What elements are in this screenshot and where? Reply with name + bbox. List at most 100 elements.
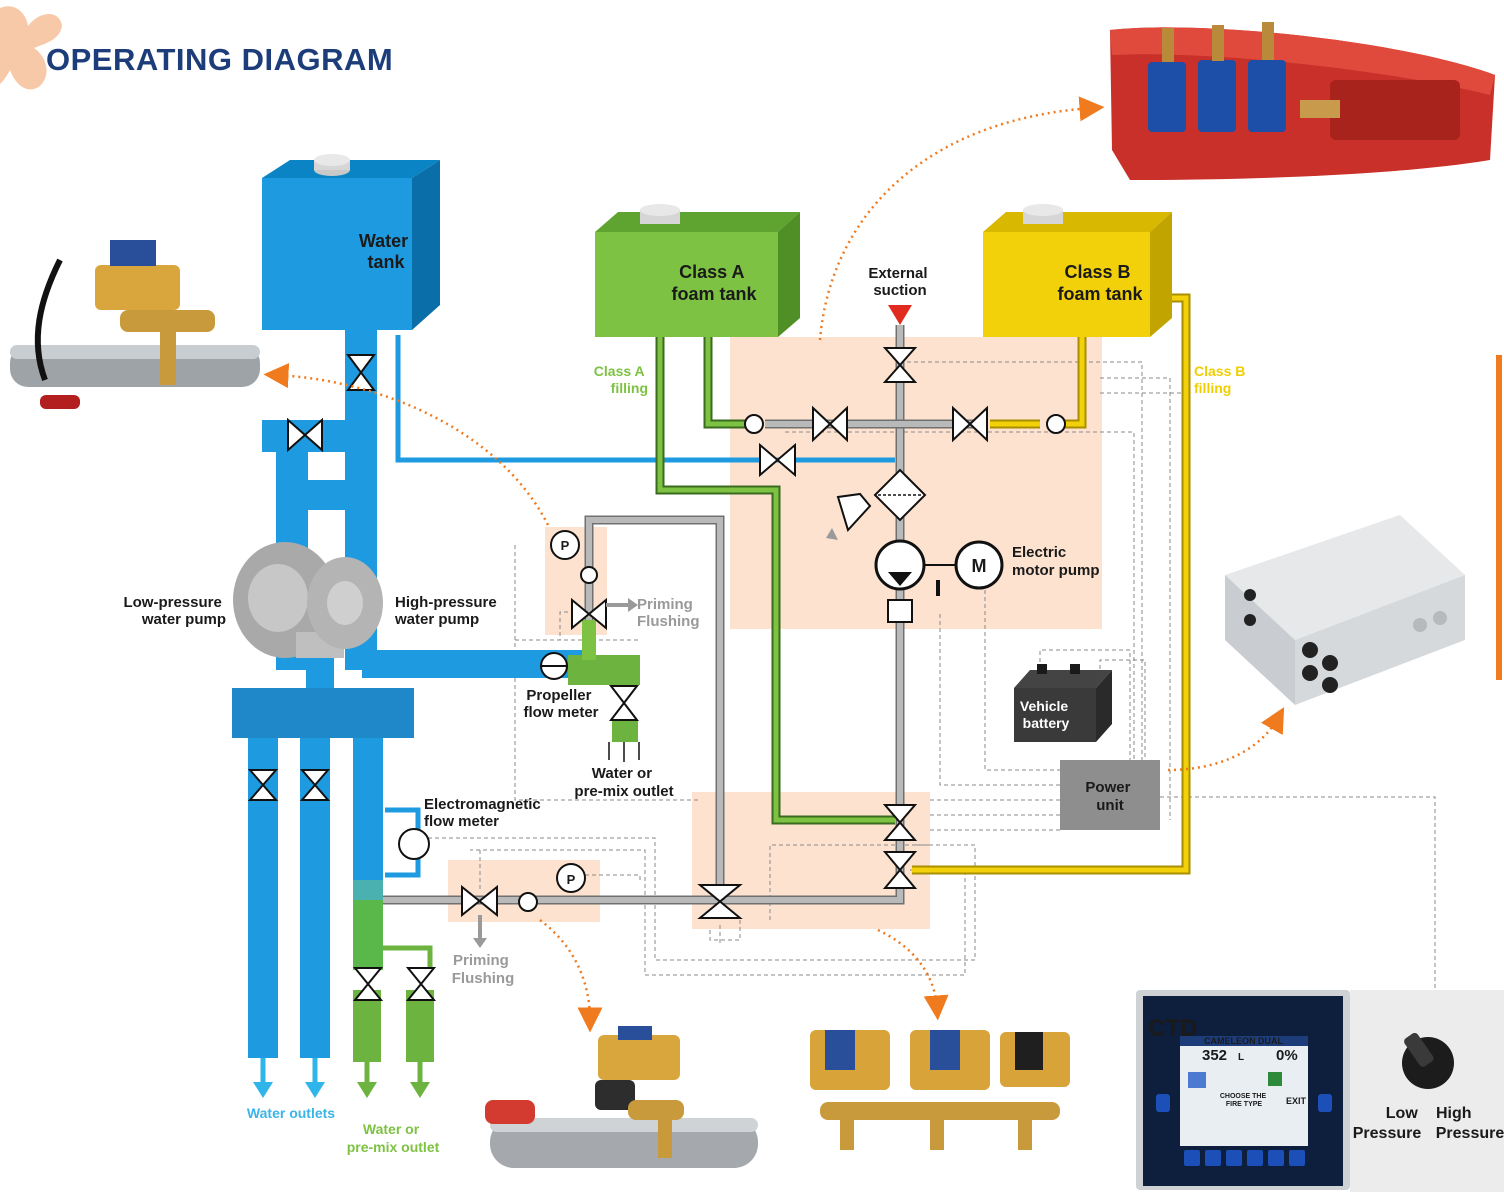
low-pressure-label-2: Pressure (1353, 1125, 1422, 1142)
motor-symbol: M (972, 556, 987, 576)
vehicle-battery-label-1: Vehicle (1020, 698, 1068, 714)
water-premix-outlet-top-label-2: pre-mix outlet (574, 783, 673, 800)
valve-assembly-photo-left (10, 240, 260, 409)
electric-motor-pump-label-2: motor pump (1012, 562, 1100, 579)
priming-flushing-bottom-label-2: Flushing (452, 970, 515, 987)
triple-valve-photo (810, 1030, 1070, 1150)
panel-prompt-2: FIRE TYPE (1226, 1101, 1263, 1108)
pressure-selector (1350, 990, 1504, 1192)
panel-left-button[interactable] (1156, 1094, 1170, 1112)
electric-motor-pump-label-1: Electric (1012, 544, 1066, 561)
low-pressure-label: Low Pressure (1353, 1105, 1422, 1142)
propeller-flow-meter-label-1: Propeller (526, 687, 591, 704)
propeller-flow-meter-icon (540, 652, 568, 680)
low-pressure-pump-label-2: water pump (141, 611, 226, 628)
title-logo (0, 6, 62, 90)
electromagnetic-flow-meter-label-1: Electromagnetic (424, 796, 541, 813)
priming-flushing-top-label-1: Priming (637, 596, 693, 613)
class-b-tank-label: Class B foam tank (1057, 262, 1143, 304)
panel-brand: CTD (1148, 1015, 1197, 1042)
pressure-gauge-bottom (556, 863, 586, 893)
valve-assembly-photo-bottom (485, 1026, 758, 1168)
class-b-piping (912, 293, 1191, 875)
valve-symbols (247, 347, 988, 1001)
electric-motor-pump (874, 539, 1004, 623)
class-a-filling-label-2: filling (611, 380, 648, 396)
water-tank-label: Water tank (359, 231, 413, 272)
class-a-piping (353, 330, 895, 1062)
high-pressure-label-2: Pressure (1436, 1125, 1504, 1142)
low-pressure-label-1: Low (1386, 1105, 1419, 1122)
high-pressure-pump-label-1: High-pressure (395, 594, 497, 611)
external-suction-icon (888, 305, 912, 325)
priming-flushing-top-label-2: Flushing (637, 613, 700, 630)
low-pressure-pump-label-1: Low-pressure (123, 594, 221, 611)
propeller-flow-meter-label-2: flow meter (523, 704, 598, 721)
priming-flushing-bottom-label-1: Priming (453, 952, 509, 969)
panel-softkey-2[interactable] (1205, 1150, 1221, 1166)
high-pressure-label-1: High (1436, 1105, 1472, 1122)
class-b-filling-label-1: Class B (1194, 363, 1245, 379)
power-unit-label-1: Power (1085, 779, 1130, 796)
side-accent-bar (1496, 355, 1502, 680)
panel-volume-value: 352 (1202, 1047, 1227, 1064)
pressure-symbol-bottom: P (567, 872, 576, 887)
vehicle-battery-label: Vehicle battery (1020, 698, 1072, 731)
panel-softkey-6[interactable] (1289, 1150, 1305, 1166)
water-tank-label-2: tank (367, 252, 405, 272)
pressure-gauge-top (550, 530, 580, 560)
panel-percent: 0% (1276, 1047, 1298, 1064)
high-pressure-pump-label-2: water pump (394, 611, 479, 628)
class-b-tank-label-2: foam tank (1057, 284, 1143, 304)
outlet-arrows (253, 742, 640, 1098)
water-tank-label-1: Water (359, 231, 408, 251)
panel-volume-unit: L (1238, 1052, 1244, 1063)
power-unit (1060, 760, 1160, 830)
low-pressure-pump (233, 542, 344, 658)
electromagnetic-flow-meter-label-2: flow meter (424, 813, 499, 830)
panel-right-button[interactable] (1318, 1094, 1332, 1112)
vehicle-battery (1014, 664, 1112, 742)
power-unit-label: Power unit (1085, 779, 1134, 814)
panel-exit: EXIT (1286, 1096, 1307, 1106)
electric-motor-pump-label: Electric motor pump (1012, 544, 1100, 579)
class-b-tank-label-1: Class B (1064, 262, 1130, 282)
water-premix-outlet-bottom-label: Water or pre-mix outlet (347, 1121, 440, 1155)
water-premix-outlet-bottom-label-1: Water or (363, 1121, 420, 1137)
class-a-filling-label: Class A filling (594, 363, 648, 396)
outlet-manifold (232, 688, 414, 738)
external-suction-label-1: External (868, 265, 927, 282)
panel-softkey-4[interactable] (1247, 1150, 1263, 1166)
external-suction-label: External suction (868, 265, 931, 299)
panel-softkey-5[interactable] (1268, 1150, 1284, 1166)
priming-flushing-bottom-label: Priming Flushing (452, 952, 515, 987)
junction-box-photo (1225, 515, 1465, 705)
control-panel (1136, 990, 1350, 1190)
water-outlets-label: Water outlets (247, 1105, 335, 1121)
electromagnetic-flow-meter-icon (398, 828, 430, 860)
red-manifold-photo (1110, 22, 1495, 181)
check-valves (518, 414, 1066, 912)
external-suction-label-2: suction (873, 282, 926, 299)
water-premix-outlet-bottom-label-2: pre-mix outlet (347, 1139, 440, 1155)
class-b-filling-label-2: filling (1194, 380, 1231, 396)
water-premix-outlet-top-label-1: Water or (592, 765, 652, 782)
panel-prompt: CHOOSE THE FIRE TYPE (1220, 1093, 1268, 1108)
pressure-symbol-top: P (561, 538, 570, 553)
page-title: OPERATING DIAGRAM (46, 42, 393, 77)
class-a-tank-label-1: Class A (679, 262, 744, 282)
power-unit-label-2: unit (1096, 797, 1124, 814)
propeller-flow-meter-label: Propeller flow meter (523, 687, 598, 721)
panel-softkey-3[interactable] (1226, 1150, 1242, 1166)
water-tank (262, 154, 440, 330)
panel-softkey-1[interactable] (1184, 1150, 1200, 1166)
high-pressure-label: High Pressure (1436, 1105, 1504, 1142)
vehicle-battery-label-2: battery (1023, 715, 1070, 731)
electromagnetic-flow-meter-label: Electromagnetic flow meter (424, 796, 545, 830)
priming-flushing-top-label: Priming Flushing (637, 596, 700, 630)
high-pressure-pump-label: High-pressure water pump (394, 594, 501, 628)
class-b-filling-label: Class B filling (1194, 363, 1249, 396)
panel-model: CAMELEON DUAL (1204, 1036, 1283, 1046)
callout-arrows (263, 96, 1285, 1033)
